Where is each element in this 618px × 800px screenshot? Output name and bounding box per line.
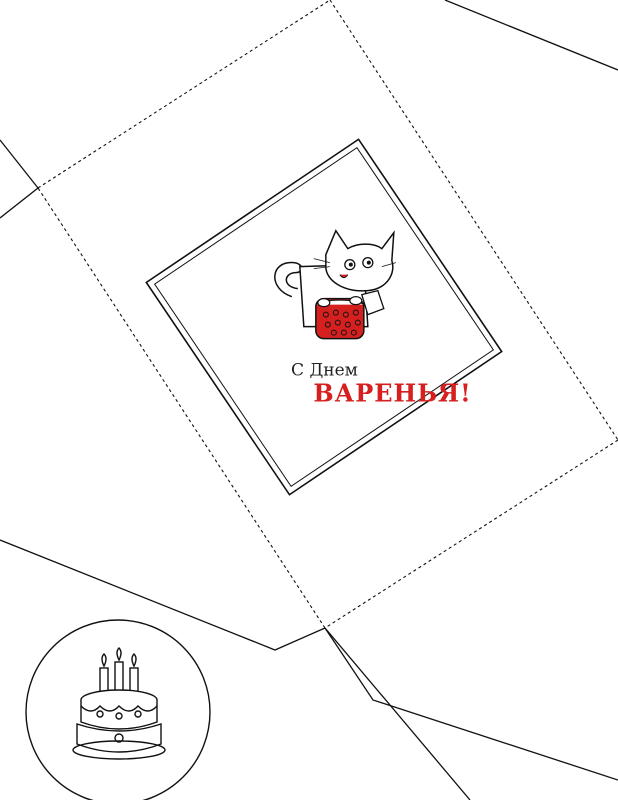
card-inner-border: [153, 146, 495, 488]
cut-line-bottom-flap: [324, 627, 618, 781]
cut-line-top-left: [0, 139, 39, 219]
cut-line-left-flap: [0, 539, 326, 651]
cake-sticker: [25, 619, 211, 800]
cut-line-bottom-edge: [324, 627, 471, 800]
fold-line-bottom: [324, 439, 618, 629]
fold-line-right: [329, 0, 618, 441]
fold-line-top: [37, 0, 331, 189]
fold-lines: [37, 0, 618, 629]
birthday-cake-icon: [72, 647, 166, 760]
greeting-card: С Днем ВАРЕНЬЯ!: [145, 138, 503, 496]
cut-line-top-right: [444, 0, 618, 71]
cat-with-jam-jar-icon: [274, 229, 396, 340]
greeting-line-2: ВАРЕНЬЯ!: [313, 378, 471, 407]
greeting-line-1: С Днем: [291, 360, 358, 380]
